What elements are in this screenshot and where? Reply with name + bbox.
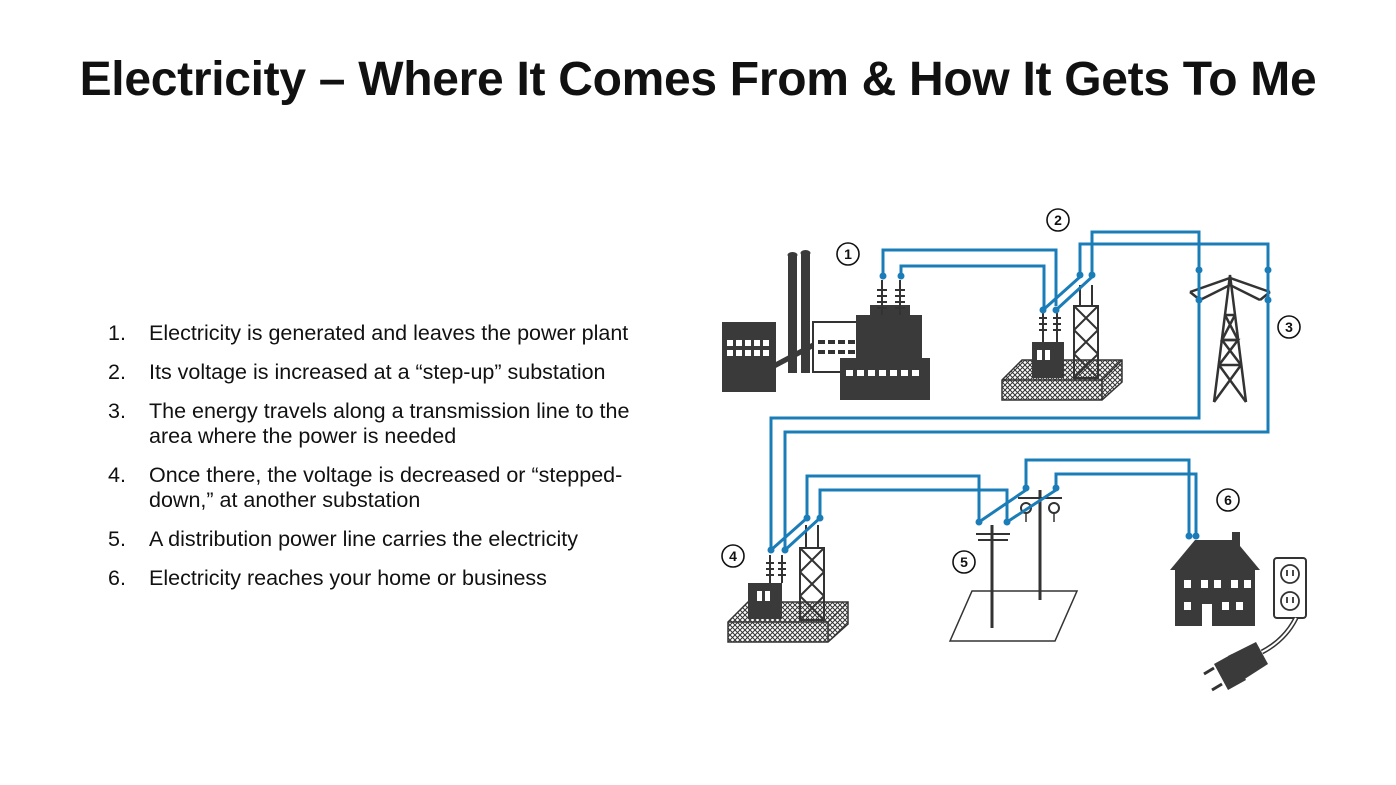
distribution-pole-icon bbox=[948, 490, 1079, 642]
badge-label: 2 bbox=[1054, 212, 1062, 228]
wall-outlet-icon bbox=[1273, 557, 1307, 619]
step-text: Electricity reaches your home or busines… bbox=[149, 566, 547, 590]
badge-label: 6 bbox=[1224, 492, 1232, 508]
transmission-tower-icon bbox=[1189, 274, 1271, 403]
step-text: Electricity is generated and leaves the … bbox=[149, 321, 629, 345]
step-number: 1. bbox=[108, 321, 126, 345]
step-number: 4. bbox=[108, 463, 126, 487]
step-up-substation-icon bbox=[1001, 285, 1123, 401]
house-icon bbox=[1170, 532, 1260, 626]
list-item: 6. Electricity reaches your home or busin… bbox=[108, 566, 668, 591]
step-number: 3. bbox=[108, 399, 126, 423]
step-number: 2. bbox=[108, 360, 126, 384]
badge-label: 5 bbox=[960, 554, 968, 570]
step-text: The energy travels along a transmission … bbox=[149, 399, 630, 448]
page-title: Electricity – Where It Comes From & How … bbox=[79, 53, 1317, 106]
badge-label: 4 bbox=[729, 548, 737, 564]
list-item: 3. The energy travels along a transmissio… bbox=[108, 399, 668, 449]
badge-4: 4 bbox=[721, 544, 745, 568]
list-item: 1. Electricity is generated and leaves th… bbox=[108, 321, 668, 346]
badge-1: 1 bbox=[836, 242, 860, 266]
step-text: A distribution power line carries the el… bbox=[149, 527, 578, 551]
power-plant-icon bbox=[722, 250, 930, 400]
badge-label: 3 bbox=[1285, 319, 1293, 335]
list-item: 2. Its voltage is increased at a “step-up… bbox=[108, 360, 668, 385]
power-lines bbox=[767, 230, 1272, 554]
step-number: 6. bbox=[108, 566, 126, 590]
list-item: 5. A distribution power line carries the … bbox=[108, 527, 668, 552]
badge-6: 6 bbox=[1216, 488, 1240, 512]
step-down-substation-icon bbox=[727, 525, 849, 643]
badge-3: 3 bbox=[1277, 315, 1301, 339]
badge-5: 5 bbox=[952, 550, 976, 574]
steps-list: 1. Electricity is generated and leaves th… bbox=[108, 321, 668, 605]
plug-icon bbox=[1203, 616, 1299, 692]
badge-label: 1 bbox=[844, 246, 852, 262]
step-text: Once there, the voltage is decreased or … bbox=[149, 463, 623, 512]
list-item: 4. Once there, the voltage is decreased o… bbox=[108, 463, 668, 513]
badge-2: 2 bbox=[1046, 208, 1070, 232]
step-text: Its voltage is increased at a “step-up” … bbox=[149, 360, 606, 384]
step-number: 5. bbox=[108, 527, 126, 551]
